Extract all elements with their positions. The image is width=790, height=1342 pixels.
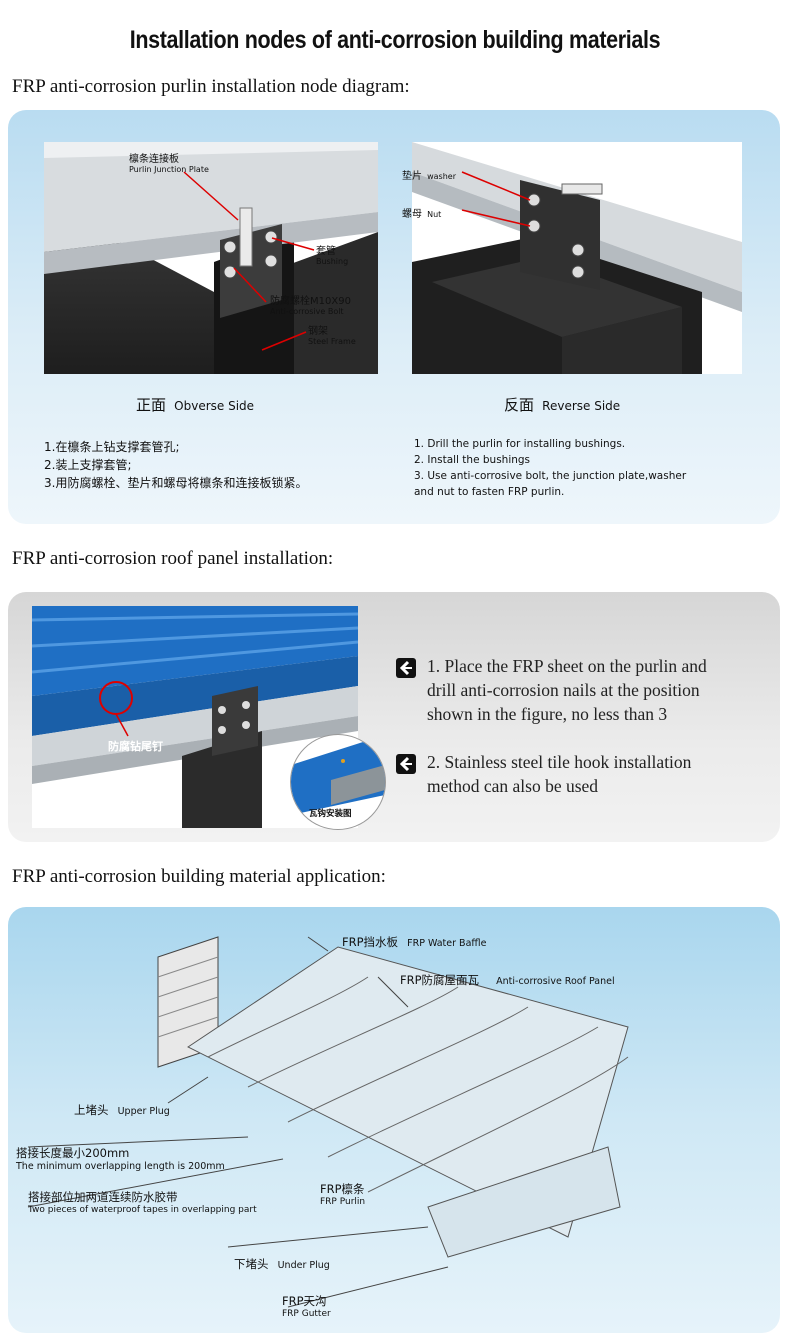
label-roof-panel: FRP防腐屋面瓦 Anti-corrosive Roof Panel [400, 973, 615, 987]
label-anticorrosive-bolt: 防腐螺栓M10X90 Anti-corrosive Bolt [270, 296, 351, 316]
section-heading-purlin: FRP anti-corrosion purlin installation n… [12, 76, 410, 97]
roof-drawing [31, 606, 359, 828]
label-nut: 螺母 Nut [402, 209, 442, 220]
roof-point-1: 1. Place the FRP sheet on the purlin and… [427, 656, 707, 724]
page-title: Installation nodes of anti-corrosion bui… [129, 26, 661, 54]
obverse-diagram: 檩条连接板 Purlin Junction Plate 套管 Bushing 防… [44, 142, 378, 374]
label-steel-frame: 钢架 Steel Frame [308, 326, 356, 346]
step-en-4: and nut to fasten FRP purlin. [414, 486, 565, 498]
roof-panel-diagram: 防腐钻尾钉 瓦钩安装图 [31, 606, 386, 830]
label-frp-purlin: FRP檩条 FRP Purlin [320, 1182, 366, 1207]
reverse-diagram: 垫片 washer 螺母 Nut [402, 142, 742, 374]
application-drawing [27, 936, 629, 1308]
label-under-plug: 下堵头 Under Plug [234, 1257, 330, 1271]
tile-hook-inset: 瓦钩安装图 [290, 734, 386, 830]
label-water-baffle: FRP挡水板 FRP Water Baffle [342, 935, 487, 949]
label-upper-plug: 上堵头 Upper Plug [74, 1103, 170, 1117]
label-junction-plate: 檩条连接板 Purlin Junction Plate [129, 154, 209, 174]
caption-obverse: 正面 Obverse Side [136, 396, 255, 414]
step-cn-2: 2.装上支撑套管; [44, 458, 132, 472]
roof-point-2: 2. Stainless steel tile hook installatio… [427, 752, 692, 796]
section-heading-roof: FRP anti-corrosion roof panel installati… [12, 548, 334, 569]
label-overlap-length: 搭接长度最小200mm The minimum overlapping leng… [16, 1146, 225, 1172]
label-washer: 垫片 washer [402, 171, 456, 182]
roof-panel-installation-panel: 防腐钻尾钉 瓦钩安装图 1. Place the FRP sheet on th… [8, 592, 780, 842]
label-frp-gutter: FRP天沟 FRP Gutter [282, 1294, 331, 1319]
reverse-drawing [412, 142, 742, 374]
steps-chinese: 1.在檩条上钻支撑套管孔; 2.装上支撑套管; 3.用防腐螺栓、垫片和螺母将檩条… [44, 438, 307, 492]
step-en-1: 1. Drill the purlin for installing bushi… [414, 438, 626, 450]
label-waterproof-tape: 搭接部位加两道连续防水胶带 Two pieces of waterproof t… [28, 1190, 257, 1215]
step-en-2: 2. Install the bushings [414, 454, 531, 466]
label-anticorrosion-nail: 防腐钻尾钉 [108, 740, 163, 753]
purlin-node-panel: 檩条连接板 Purlin Junction Plate 套管 Bushing 防… [8, 110, 780, 524]
label-bushing: 套管 Bushing [316, 246, 349, 266]
application-panel: FRP挡水板 FRP Water Baffle FRP防腐屋面瓦 Anti-co… [8, 907, 780, 1333]
tile-hook-drawing [291, 735, 385, 815]
caption-reverse: 反面 Reverse Side [504, 396, 621, 414]
step-cn-1: 1.在檩条上钻支撑套管孔; [44, 440, 180, 454]
section-heading-application: FRP anti-corrosion building material app… [12, 866, 386, 887]
step-en-3: 3. Use anti-corrosive bolt, the junction… [414, 470, 687, 482]
steps-english: 1. Drill the purlin for installing bushi… [414, 436, 686, 500]
obverse-drawing [44, 142, 378, 374]
step-cn-3: 3.用防腐螺栓、垫片和螺母将檩条和连接板锁紧。 [44, 476, 308, 490]
point-1-chevron-icon [396, 658, 416, 678]
point-2-chevron-icon [396, 754, 416, 774]
